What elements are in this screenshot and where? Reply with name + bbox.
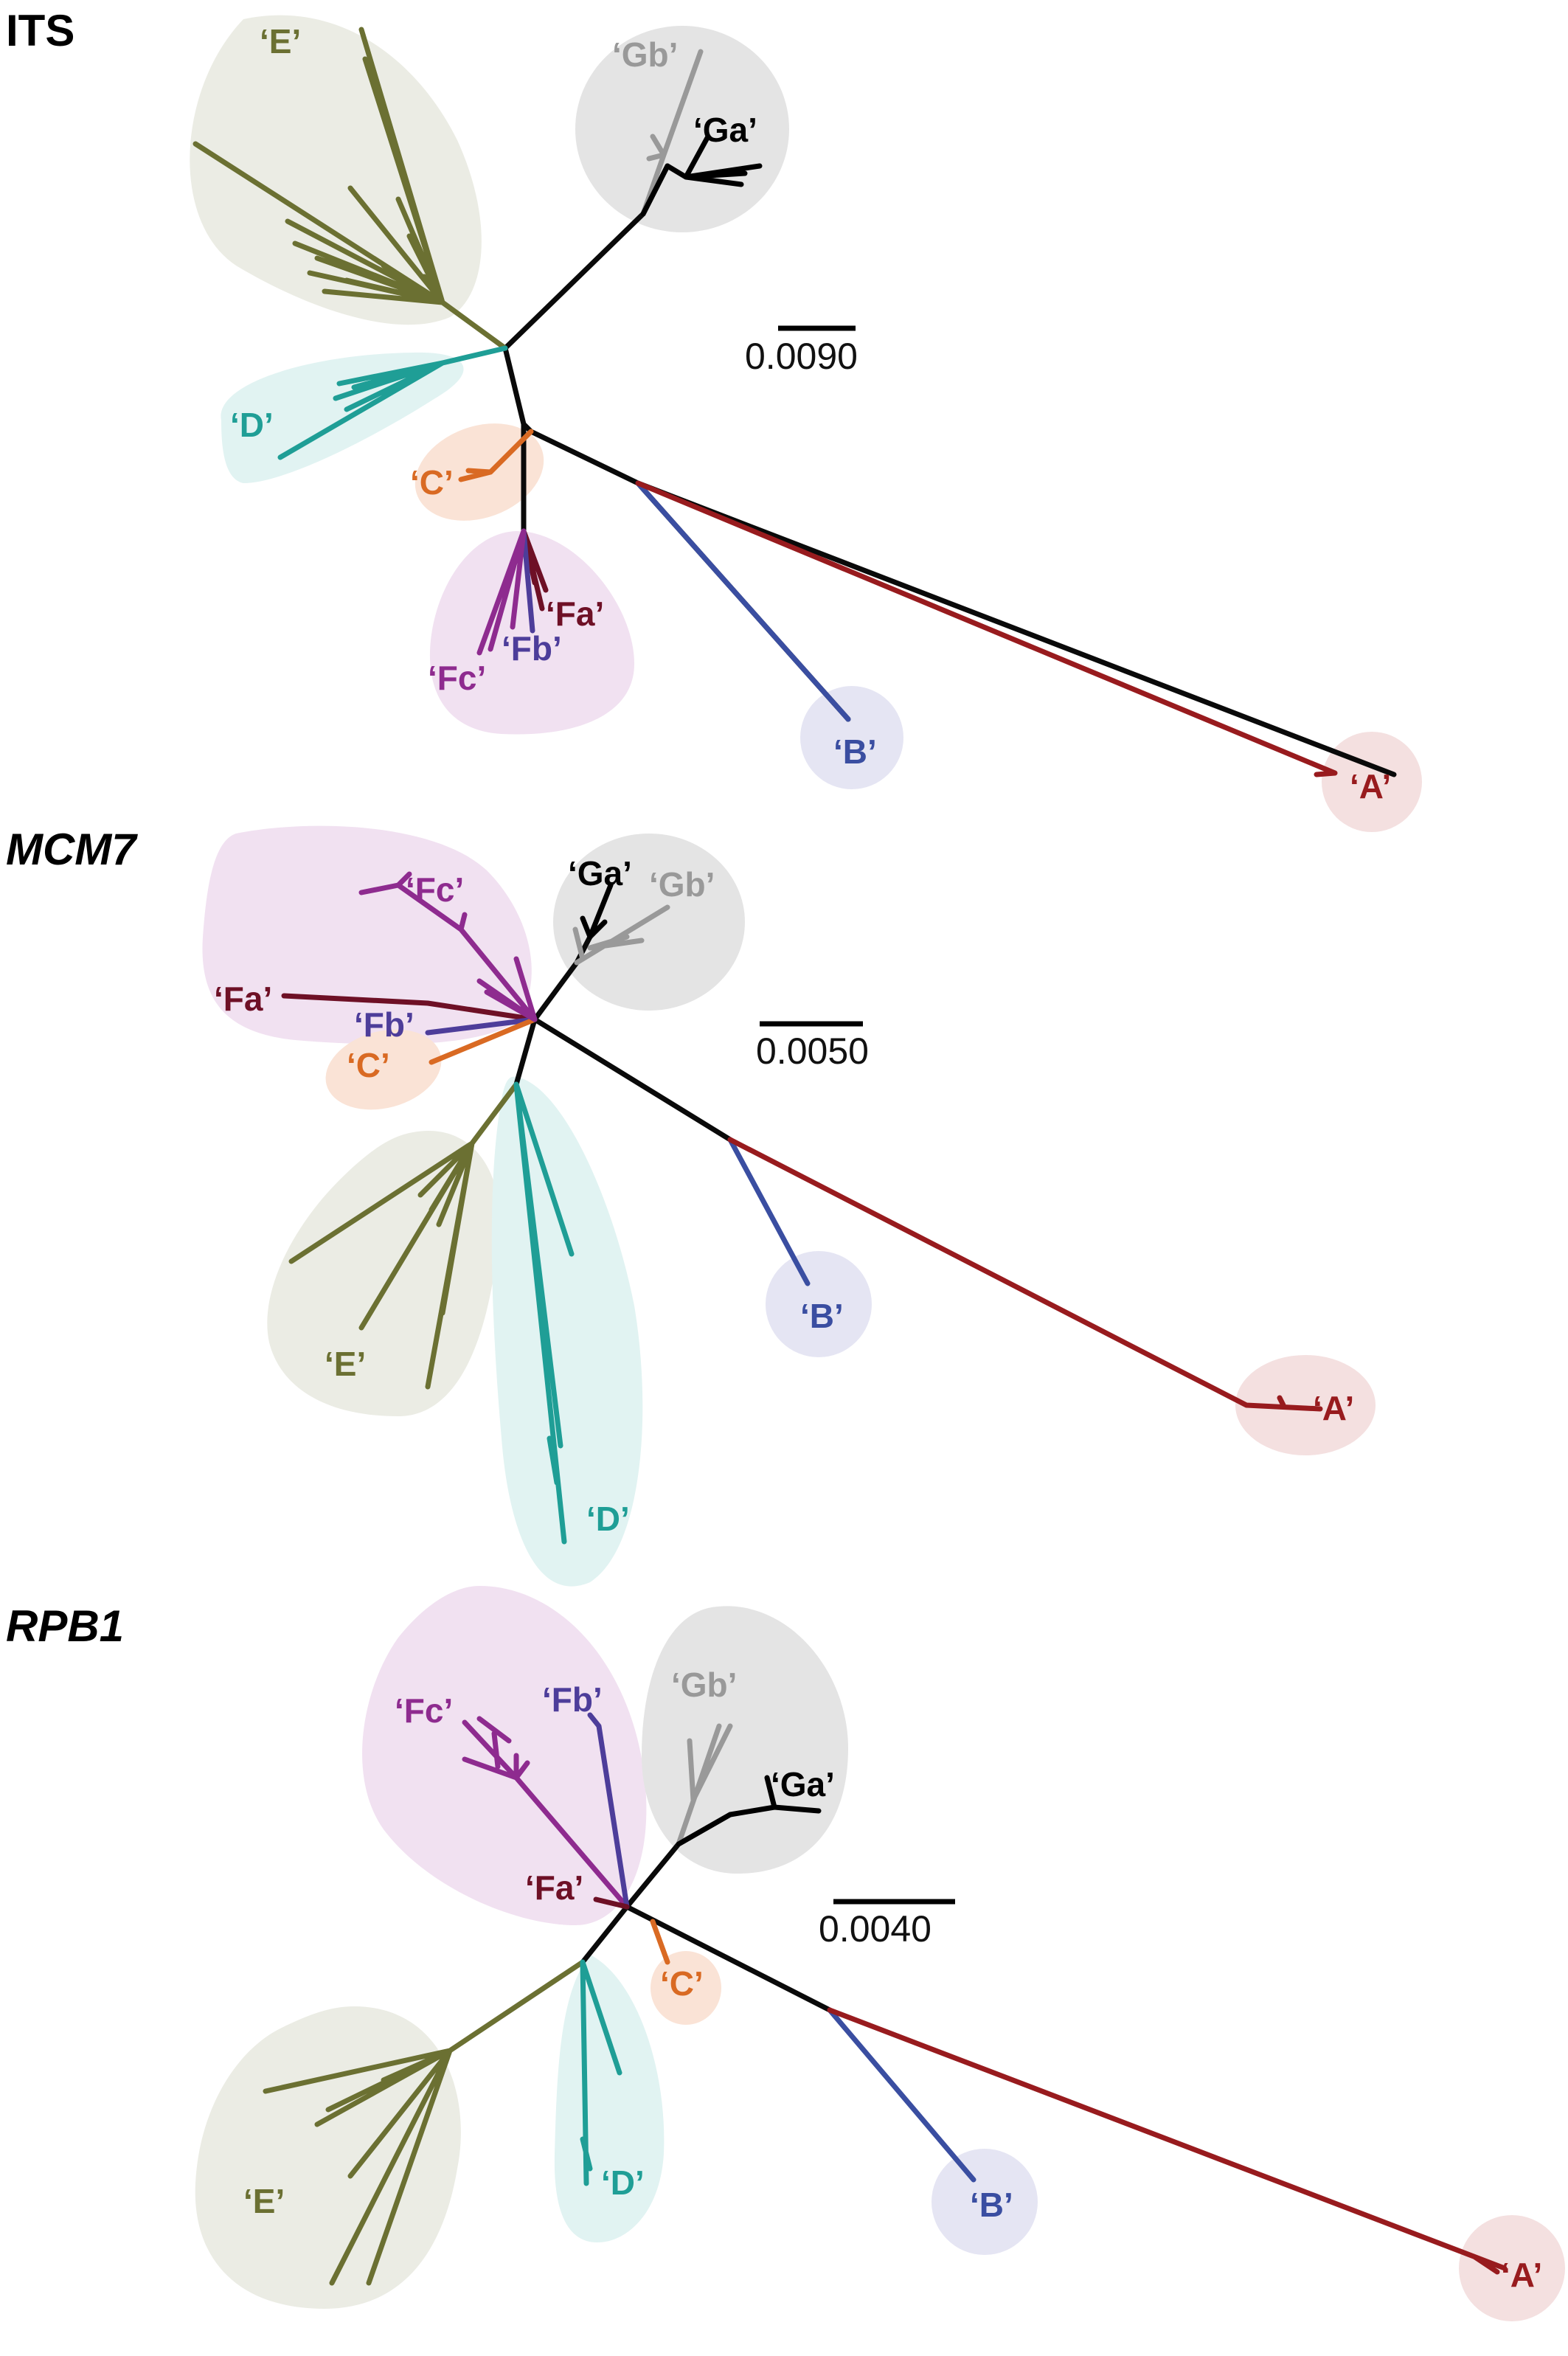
label-rpb1-fb: ‘Fb’	[542, 1680, 603, 1719]
scale-label-rpb1: 0.0040	[819, 1908, 932, 1950]
label-rpb1-e: ‘E’	[243, 2182, 285, 2220]
clade-a-background-rpb1	[1459, 2215, 1565, 2321]
label-rpb1-c: ‘C’	[660, 1964, 704, 2003]
label-its-fb: ‘Fb’	[502, 629, 562, 668]
label-rpb1-fc: ‘Fc’	[395, 1691, 453, 1730]
label-mcm7-b: ‘B’	[800, 1297, 844, 1335]
label-mcm7-d: ‘D’	[586, 1500, 630, 1538]
clade-f-background-mcm7	[202, 825, 532, 1044]
clade-gb-branches	[640, 49, 704, 217]
clade-b-background-mcm7	[766, 1251, 872, 1357]
clade-e-branches-rpb1	[263, 1959, 586, 2286]
label-its-ga: ‘Ga’	[693, 111, 757, 149]
clade-ga-branches	[640, 134, 763, 217]
panel-title-its: ITS	[6, 6, 74, 55]
clade-b-branches-mcm7	[727, 1137, 811, 1286]
clade-ga-branches-mcm7	[580, 882, 614, 940]
label-mcm7-c: ‘C’	[347, 1046, 390, 1084]
clade-fc-branches-rpb1	[462, 1716, 630, 1910]
clade-g-background-rpb1	[642, 1606, 848, 1874]
clade-c-background-mcm7	[325, 1029, 442, 1110]
label-rpb1-gb: ‘Gb’	[671, 1666, 737, 1704]
clade-a-branches	[635, 480, 1338, 777]
label-mcm7-fb: ‘Fb’	[354, 1005, 414, 1044]
scale-label-mcm7: 0.0050	[756, 1030, 869, 1072]
clade-c-background-rpb1	[651, 1951, 721, 2025]
clade-fc-branches	[476, 528, 527, 656]
clade-e-background	[190, 15, 482, 325]
label-its-fc: ‘Fc’	[428, 659, 486, 697]
clade-b-background-rpb1	[932, 2149, 1038, 2255]
clade-e-background-rpb1	[195, 2006, 461, 2309]
label-its-a: ‘A’	[1350, 767, 1391, 805]
clade-b-branches-rpb1	[827, 2007, 976, 2183]
label-mcm7-ga: ‘Ga’	[568, 854, 632, 893]
clade-e-background-mcm7	[267, 1130, 500, 1416]
label-rpb1-d: ‘D’	[601, 2163, 645, 2202]
label-its-b: ‘B’	[833, 732, 877, 771]
clade-fb-branches-rpb1	[587, 1712, 630, 1910]
clade-b-background	[800, 686, 903, 789]
label-its-d: ‘D’	[230, 406, 274, 444]
clade-fb-branches	[521, 528, 535, 634]
clade-gb-branches-mcm7	[572, 904, 670, 966]
clade-gb-branches-rpb1	[676, 1723, 733, 1847]
panel-rpb1: RPB1	[6, 1586, 1565, 2321]
clade-a-branches-rpb1	[827, 2007, 1508, 2275]
clade-e-branches-mcm7	[288, 1081, 519, 1390]
clade-f-background-rpb1	[362, 1586, 647, 1925]
label-its-fa: ‘Fa’	[546, 595, 604, 633]
scale-label-its: 0.0090	[745, 336, 858, 377]
label-its-e: ‘E’	[260, 22, 301, 60]
label-mcm7-e: ‘E’	[325, 1345, 366, 1383]
label-rpb1-b: ‘B’	[970, 2186, 1013, 2224]
panel-title-mcm7: MCM7	[6, 825, 138, 874]
panel-title-rpb1: RPB1	[6, 1601, 124, 1651]
label-its-c: ‘C’	[410, 463, 454, 502]
label-rpb1-fa: ‘Fa’	[525, 1868, 583, 1907]
clade-fb-branches-mcm7	[425, 1016, 538, 1036]
clade-d-branches-rpb1	[580, 1959, 622, 2186]
label-mcm7-fc: ‘Fc’	[406, 870, 464, 909]
label-mcm7-gb: ‘Gb’	[649, 865, 715, 904]
label-rpb1-ga: ‘Ga’	[771, 1765, 835, 1804]
clade-d-branches-mcm7	[513, 1081, 575, 1545]
clade-fa-branches-rpb1	[593, 1896, 630, 1910]
clade-b-branches	[635, 480, 851, 722]
clade-fc-branches-mcm7	[358, 871, 538, 1022]
clade-a-background-mcm7	[1235, 1355, 1376, 1455]
label-its-gb: ‘Gb’	[612, 35, 678, 74]
clade-g-background	[575, 26, 789, 232]
panel-mcm7: MCM7	[6, 825, 1376, 1587]
clade-c-branches-mcm7	[429, 1016, 538, 1065]
label-rpb1-a: ‘A’	[1501, 2256, 1542, 2294]
clade-a-branches-mcm7	[727, 1137, 1323, 1412]
backbone-branches	[502, 163, 1397, 777]
clade-d-branches	[277, 345, 508, 460]
clade-g-background-mcm7	[553, 834, 745, 1011]
clade-c-branches	[458, 429, 534, 482]
label-mcm7-fa: ‘Fa’	[214, 980, 272, 1018]
clade-c-branches-rpb1	[650, 1919, 670, 1965]
label-mcm7-a: ‘A’	[1313, 1389, 1354, 1427]
panel-its: ITS	[6, 6, 1422, 832]
clade-fa-branches-mcm7	[281, 993, 538, 1022]
clade-e-branches	[192, 27, 508, 351]
clade-ga-branches-rpb1	[676, 1775, 822, 1847]
